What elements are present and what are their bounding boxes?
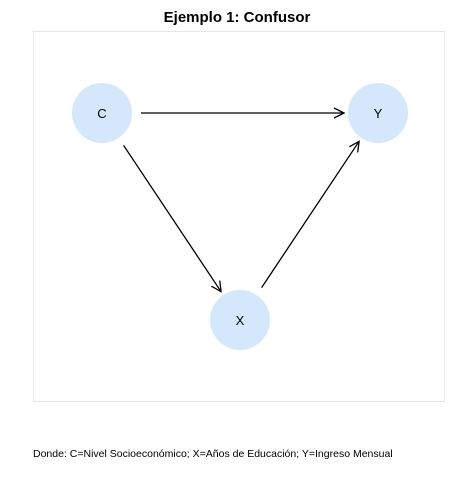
plot-panel [33,31,445,402]
node-circle [348,83,408,143]
variable-legend-caption: Donde: C=Nivel Socioeconómico; X=Años de… [33,448,393,460]
node-label: C [97,106,106,121]
node-label: Y [374,106,383,121]
edge-c-to-x [123,145,222,291]
node-c: C [72,83,132,143]
node-circle [210,290,270,350]
node-label: X [236,313,245,328]
node-x: X [210,290,270,350]
node-circle [72,83,132,143]
diagram-title: Ejemplo 1: Confusor [163,9,311,26]
node-y: Y [348,83,408,143]
node-layer: C Y X [72,83,408,350]
edge-layer [123,113,360,292]
edge-x-to-y [261,141,360,288]
